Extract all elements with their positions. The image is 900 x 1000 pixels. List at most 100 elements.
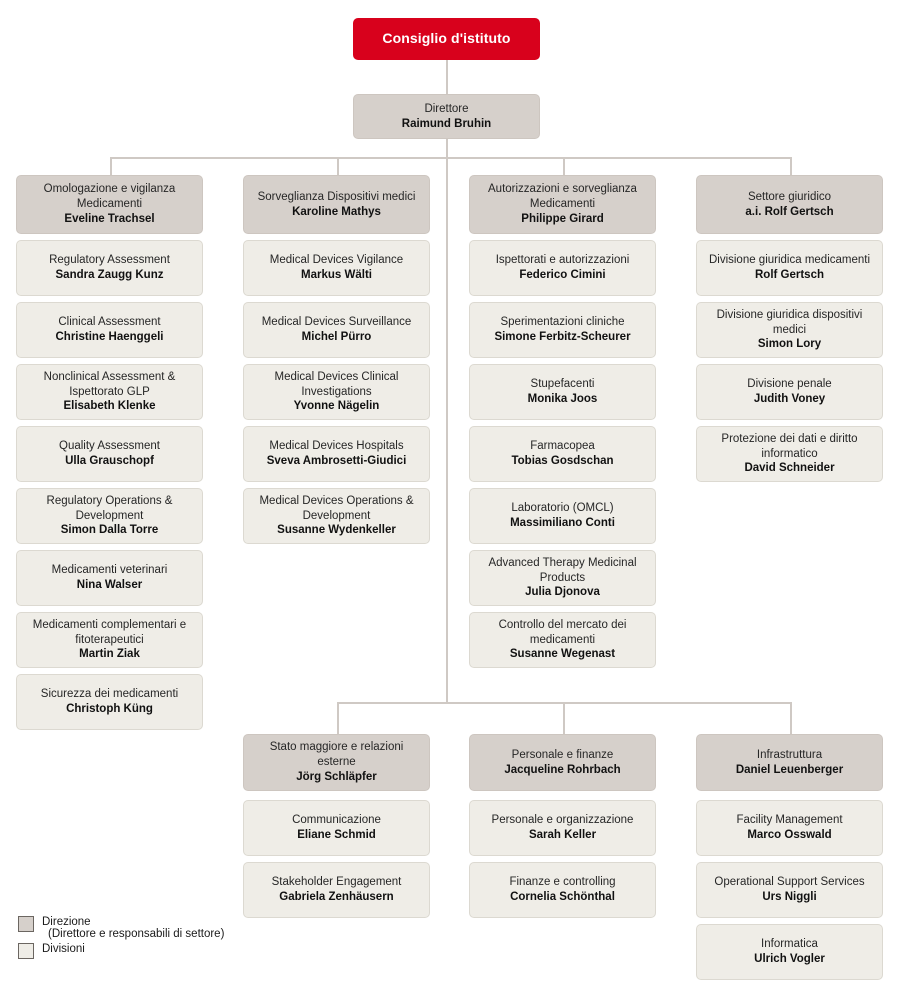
node-divisione-1-3[interactable]: Nonclinical Assessment & Ispettorato GLP… bbox=[16, 364, 203, 420]
connector-horizontal bbox=[109, 157, 790, 159]
unit-label: Medicamenti complementari e fitoterapeut… bbox=[32, 618, 187, 646]
person-name: Elisabeth Klenke bbox=[63, 400, 156, 413]
person-name: Simon Lory bbox=[757, 338, 822, 351]
unit-label: Sorveglianza Dispositivi medici bbox=[257, 190, 416, 203]
person-name: Urs Niggli bbox=[762, 891, 817, 903]
person-name: Sarah Keller bbox=[528, 829, 597, 841]
unit-label: Sperimentazioni cliniche bbox=[500, 316, 625, 329]
node-divisione-4-4[interactable]: Protezione dei dati e diritto informatic… bbox=[696, 426, 883, 482]
unit-label: Medical Devices Hospitals bbox=[269, 440, 404, 453]
unit-label: Regulatory Assessment bbox=[49, 254, 170, 267]
person-name: Federico Cimini bbox=[519, 269, 606, 281]
unit-label: Direttore bbox=[424, 102, 469, 115]
unit-label: Medicamenti veterinari bbox=[51, 564, 168, 577]
connector-vertical bbox=[562, 157, 565, 175]
person-name: Nina Walser bbox=[76, 579, 143, 591]
person-name: Rolf Gertsch bbox=[754, 269, 824, 281]
node-consiglio-distituto[interactable]: Consiglio d'istituto bbox=[353, 18, 540, 60]
person-name: a.i. Rolf Gertsch bbox=[745, 205, 834, 218]
person-name: Eveline Trachsel bbox=[64, 212, 155, 225]
person-name: Martin Ziak bbox=[79, 648, 140, 661]
unit-label: Divisione penale bbox=[747, 378, 832, 391]
person-name: Susanne Wegenast bbox=[509, 648, 616, 661]
node-divisione-1-7[interactable]: Medicamenti complementari e fitoterapeut… bbox=[16, 612, 203, 668]
person-name: Julia Djonova bbox=[525, 586, 600, 599]
legend-divisioni-label: Divisioni bbox=[42, 943, 85, 955]
unit-label: Settore giuridico bbox=[747, 190, 832, 203]
person-name: Gabriela Zenhäusern bbox=[279, 891, 394, 903]
unit-label: Facility Management bbox=[736, 814, 843, 827]
unit-label: Medical Devices Vigilance bbox=[269, 254, 404, 267]
legend-item-divisioni: Divisioni bbox=[18, 943, 224, 959]
person-name: Susanne Wydenkeller bbox=[277, 524, 396, 537]
unit-label: Infrastruttura bbox=[756, 748, 823, 761]
person-name: Christine Haenggeli bbox=[55, 331, 164, 343]
node-divisione-3-5[interactable]: Laboratorio (OMCL)Massimiliano Conti bbox=[469, 488, 656, 544]
person-name: Simon Dalla Torre bbox=[60, 524, 159, 537]
unit-label: Medical Devices Operations & Development bbox=[259, 494, 414, 522]
connector-vertical bbox=[109, 157, 112, 175]
connector-vertical bbox=[562, 702, 565, 734]
person-name: Jacqueline Rohrbach bbox=[504, 763, 621, 776]
unit-label: Quality Assessment bbox=[59, 440, 160, 453]
person-name: Markus Wälti bbox=[301, 269, 372, 281]
connector-vertical bbox=[336, 702, 339, 734]
legend-direzione-line2: (Direttore e responsabili di settore) bbox=[48, 928, 225, 940]
unit-label: Medical Devices Surveillance bbox=[261, 316, 412, 329]
unit-label: Sicurezza dei medicamenti bbox=[40, 688, 179, 701]
unit-label: Communicazione bbox=[292, 814, 381, 827]
connector-vertical bbox=[789, 157, 792, 175]
person-name: Sandra Zaugg Kunz bbox=[55, 269, 164, 281]
unit-label: Personale e organizzazione bbox=[491, 814, 634, 827]
person-name: Sveva Ambrosetti-Giudici bbox=[266, 455, 407, 467]
node-divisione-2-5[interactable]: Medical Devices Operations & Development… bbox=[243, 488, 430, 544]
connector-vertical bbox=[446, 139, 448, 157]
person-name: Massimiliano Conti bbox=[510, 517, 615, 529]
unit-label: Stakeholder Engagement bbox=[271, 876, 402, 889]
node-settore-3[interactable]: Autorizzazioni e sorveglianza Medicament… bbox=[469, 175, 656, 234]
legend-text-direzione: Direzione (Direttore e responsabili di s… bbox=[42, 916, 224, 940]
connector-vertical bbox=[789, 702, 792, 734]
person-name: Marco Osswald bbox=[747, 829, 832, 841]
legend-swatch-divisioni-icon bbox=[18, 943, 34, 959]
node-settore-4[interactable]: Settore giuridico a.i. Rolf Gertsch bbox=[696, 175, 883, 234]
person-name: Cornelia Schönthal bbox=[510, 891, 615, 903]
unit-label: Clinical Assessment bbox=[58, 316, 161, 329]
person-name: Monika Joos bbox=[527, 393, 598, 405]
person-name: Daniel Leuenberger bbox=[735, 763, 844, 776]
unit-label: Stupefacenti bbox=[530, 378, 595, 391]
